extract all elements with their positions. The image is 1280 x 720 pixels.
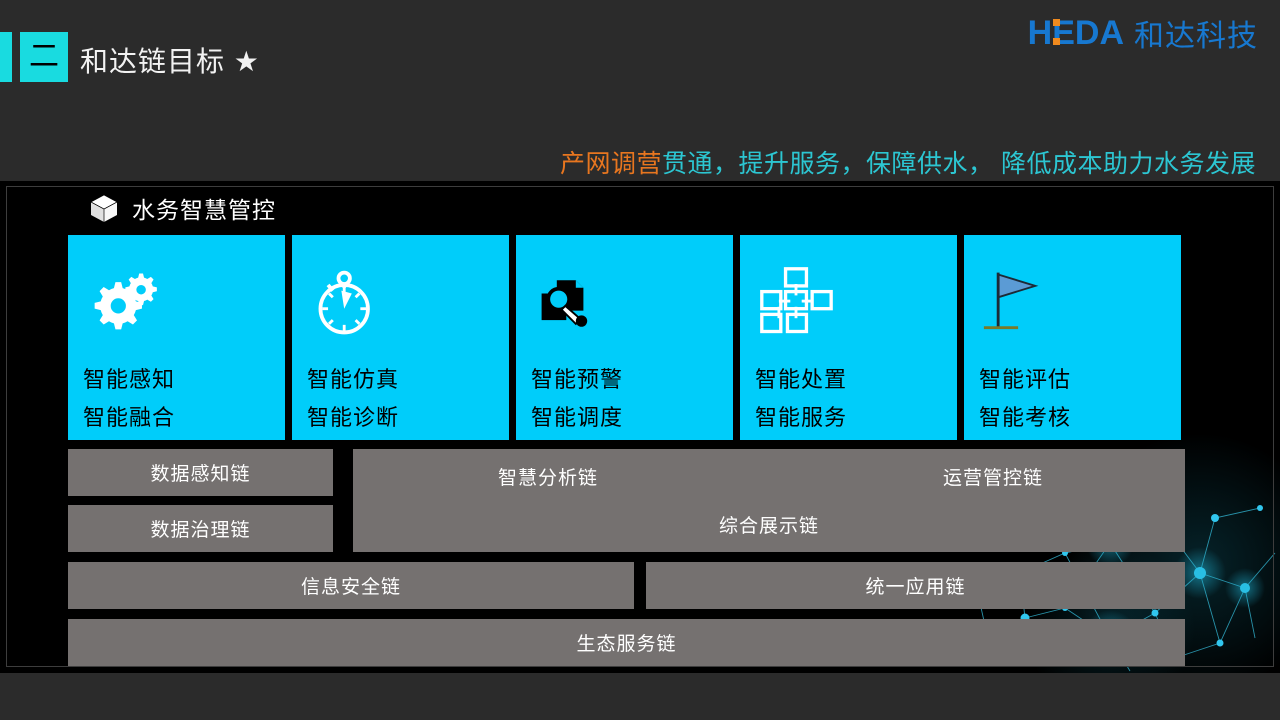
feature-card-2-line1: 智能仿真 — [307, 367, 400, 392]
brand-logo: HEDA 和达科技 — [1027, 13, 1258, 54]
feature-card-3[interactable]: 智能预警 智能调度 — [516, 235, 733, 440]
tagline-highlight: 产网调营 — [560, 150, 663, 178]
logo-accent-dot-top — [1052, 18, 1060, 26]
feature-card-5-line2: 智能考核 — [979, 405, 1072, 430]
section-number-badge: 二 — [20, 32, 68, 82]
feature-card-2-line2: 智能诊断 — [307, 405, 400, 430]
cube-icon — [90, 194, 118, 222]
page-title: 和达链目标 ★ — [80, 46, 260, 77]
gears-icon — [86, 265, 162, 341]
stopwatch-icon — [310, 265, 386, 341]
chain-label-smart-analysis: 智慧分析链 — [498, 468, 599, 489]
feature-card-1-label: 智能感知 智能融合 — [83, 361, 175, 437]
feature-card-3-line2: 智能调度 — [531, 405, 624, 430]
chain-label-operations-control: 运营管控链 — [942, 468, 1043, 489]
flag-icon — [982, 265, 1058, 341]
chain-bar-group: 数据感知链 数据治理链 智慧分析链 运营管控链 综合展示链 信息安全链 统一应用… — [68, 449, 1185, 666]
logo-heda-text: HEDA — [1027, 13, 1124, 52]
feature-card-4-line1: 智能处置 — [755, 367, 848, 392]
logo-accent-dot-bottom — [1052, 37, 1060, 45]
panel-heading-label: 水务智慧管控 — [132, 197, 276, 223]
chain-bar-data-governance[interactable]: 数据治理链 — [68, 505, 333, 552]
chain-bar-unified-application[interactable]: 统一应用链 — [646, 562, 1185, 609]
feature-card-5[interactable]: 智能评估 智能考核 — [964, 235, 1181, 440]
logo-chinese-text: 和达科技 — [1134, 20, 1258, 53]
feature-card-1-line1: 智能感知 — [83, 367, 176, 392]
feature-card-5-label: 智能评估 智能考核 — [979, 361, 1071, 437]
feature-card-1[interactable]: 智能感知 智能融合 — [68, 235, 285, 440]
main-content-panel: 水务智慧管控 智能感知 智能融合 — [0, 181, 1280, 673]
feature-card-4-label: 智能处置 智能服务 — [755, 361, 847, 437]
chain-bar-ecosystem-service[interactable]: 生态服务链 — [68, 619, 1185, 666]
tagline: 产网调营贯通，提升服务，保障供水， 降低成本助力水务发展 — [0, 144, 1256, 180]
tagline-rest: 贯通，提升服务，保障供水， 降低成本助力水务发展 — [662, 150, 1256, 178]
chain-bar-data-sensing[interactable]: 数据感知链 — [68, 449, 333, 496]
feature-card-row: 智能感知 智能融合 — [68, 235, 1185, 440]
feature-card-4-line2: 智能服务 — [755, 405, 848, 430]
feature-card-1-line2: 智能融合 — [83, 405, 176, 430]
chain-bar-analysis-block[interactable]: 智慧分析链 运营管控链 综合展示链 — [353, 449, 1185, 552]
slide-header: 二 和达链目标 ★ HEDA 和达科技 — [0, 0, 1280, 100]
feature-card-2-label: 智能仿真 智能诊断 — [307, 361, 399, 437]
network-nodes-icon — [758, 265, 834, 341]
feature-card-5-line1: 智能评估 — [979, 367, 1072, 392]
feature-card-4[interactable]: 智能处置 智能服务 — [740, 235, 957, 440]
chain-label-integrated-display: 综合展示链 — [718, 516, 819, 537]
header-accent-strip — [0, 32, 12, 82]
feature-card-3-line1: 智能预警 — [531, 367, 624, 392]
feature-card-3-label: 智能预警 智能调度 — [531, 361, 623, 437]
document-search-icon — [534, 265, 610, 341]
feature-card-2[interactable]: 智能仿真 智能诊断 — [292, 235, 509, 440]
panel-heading: 水务智慧管控 — [88, 191, 276, 225]
chain-bar-information-security[interactable]: 信息安全链 — [68, 562, 634, 609]
